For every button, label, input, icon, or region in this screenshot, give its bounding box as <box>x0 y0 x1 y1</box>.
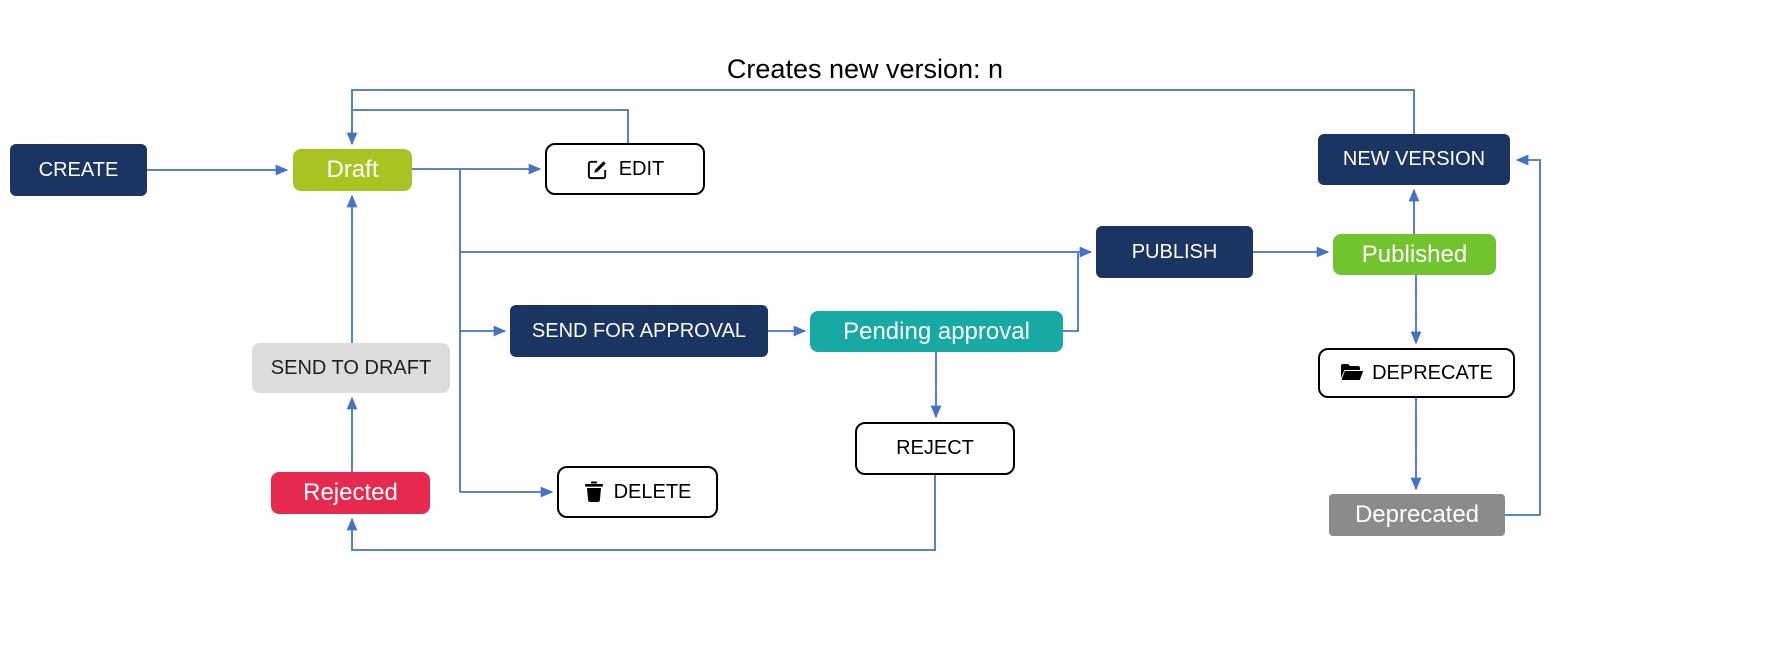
node-deprecate-label: DEPRECATE <box>1372 361 1493 384</box>
node-deprecated: Deprecated <box>1329 494 1505 536</box>
node-rejected-label: Rejected <box>303 479 398 506</box>
node-deprecated-label: Deprecated <box>1354 501 1480 528</box>
node-rejected: Rejected <box>271 472 430 514</box>
node-publish-label: PUBLISH <box>1131 240 1218 263</box>
pencil-square-icon <box>586 158 609 181</box>
new-version-annotation: Creates new version: n <box>726 54 1004 84</box>
edge-edit-draft <box>353 109 629 143</box>
node-edit-label: EDIT <box>618 157 665 180</box>
node-delete-label: DELETE <box>613 480 692 503</box>
node-send-to-draft-label: SEND TO DRAFT <box>270 356 432 379</box>
node-pending-approval: Pending approval <box>810 311 1063 352</box>
node-send-for-approval-label: SEND FOR APPROVAL <box>531 319 747 342</box>
node-create: CREATE <box>10 144 147 196</box>
node-published: Published <box>1333 234 1496 275</box>
node-new-version: NEW VERSION <box>1318 134 1510 185</box>
node-deprecate: DEPRECATE <box>1318 348 1515 398</box>
node-reject-label: REJECT <box>896 437 974 459</box>
node-reject: REJECT <box>855 422 1015 475</box>
node-edit: EDIT <box>545 143 705 195</box>
node-create-label: CREATE <box>38 158 119 181</box>
node-delete: DELETE <box>557 466 718 518</box>
edge-deprecated-newversion <box>1505 154 1541 516</box>
edge-pending-publish <box>1063 253 1079 332</box>
folder-open-icon <box>1340 363 1364 383</box>
node-send-for-approval: SEND FOR APPROVAL <box>510 305 768 357</box>
node-draft: Draft <box>293 149 412 191</box>
node-published-label: Published <box>1361 240 1468 268</box>
node-publish: PUBLISH <box>1096 226 1253 278</box>
edge-newversion-draft <box>346 89 1415 146</box>
edge-reject-rejected <box>346 475 936 551</box>
node-pending-approval-label: Pending approval <box>843 317 1030 345</box>
node-new-version-label: NEW VERSION <box>1342 148 1486 170</box>
node-send-to-draft: SEND TO DRAFT <box>252 343 450 393</box>
trash-icon <box>584 481 604 503</box>
node-draft-label: Draft <box>326 156 379 183</box>
